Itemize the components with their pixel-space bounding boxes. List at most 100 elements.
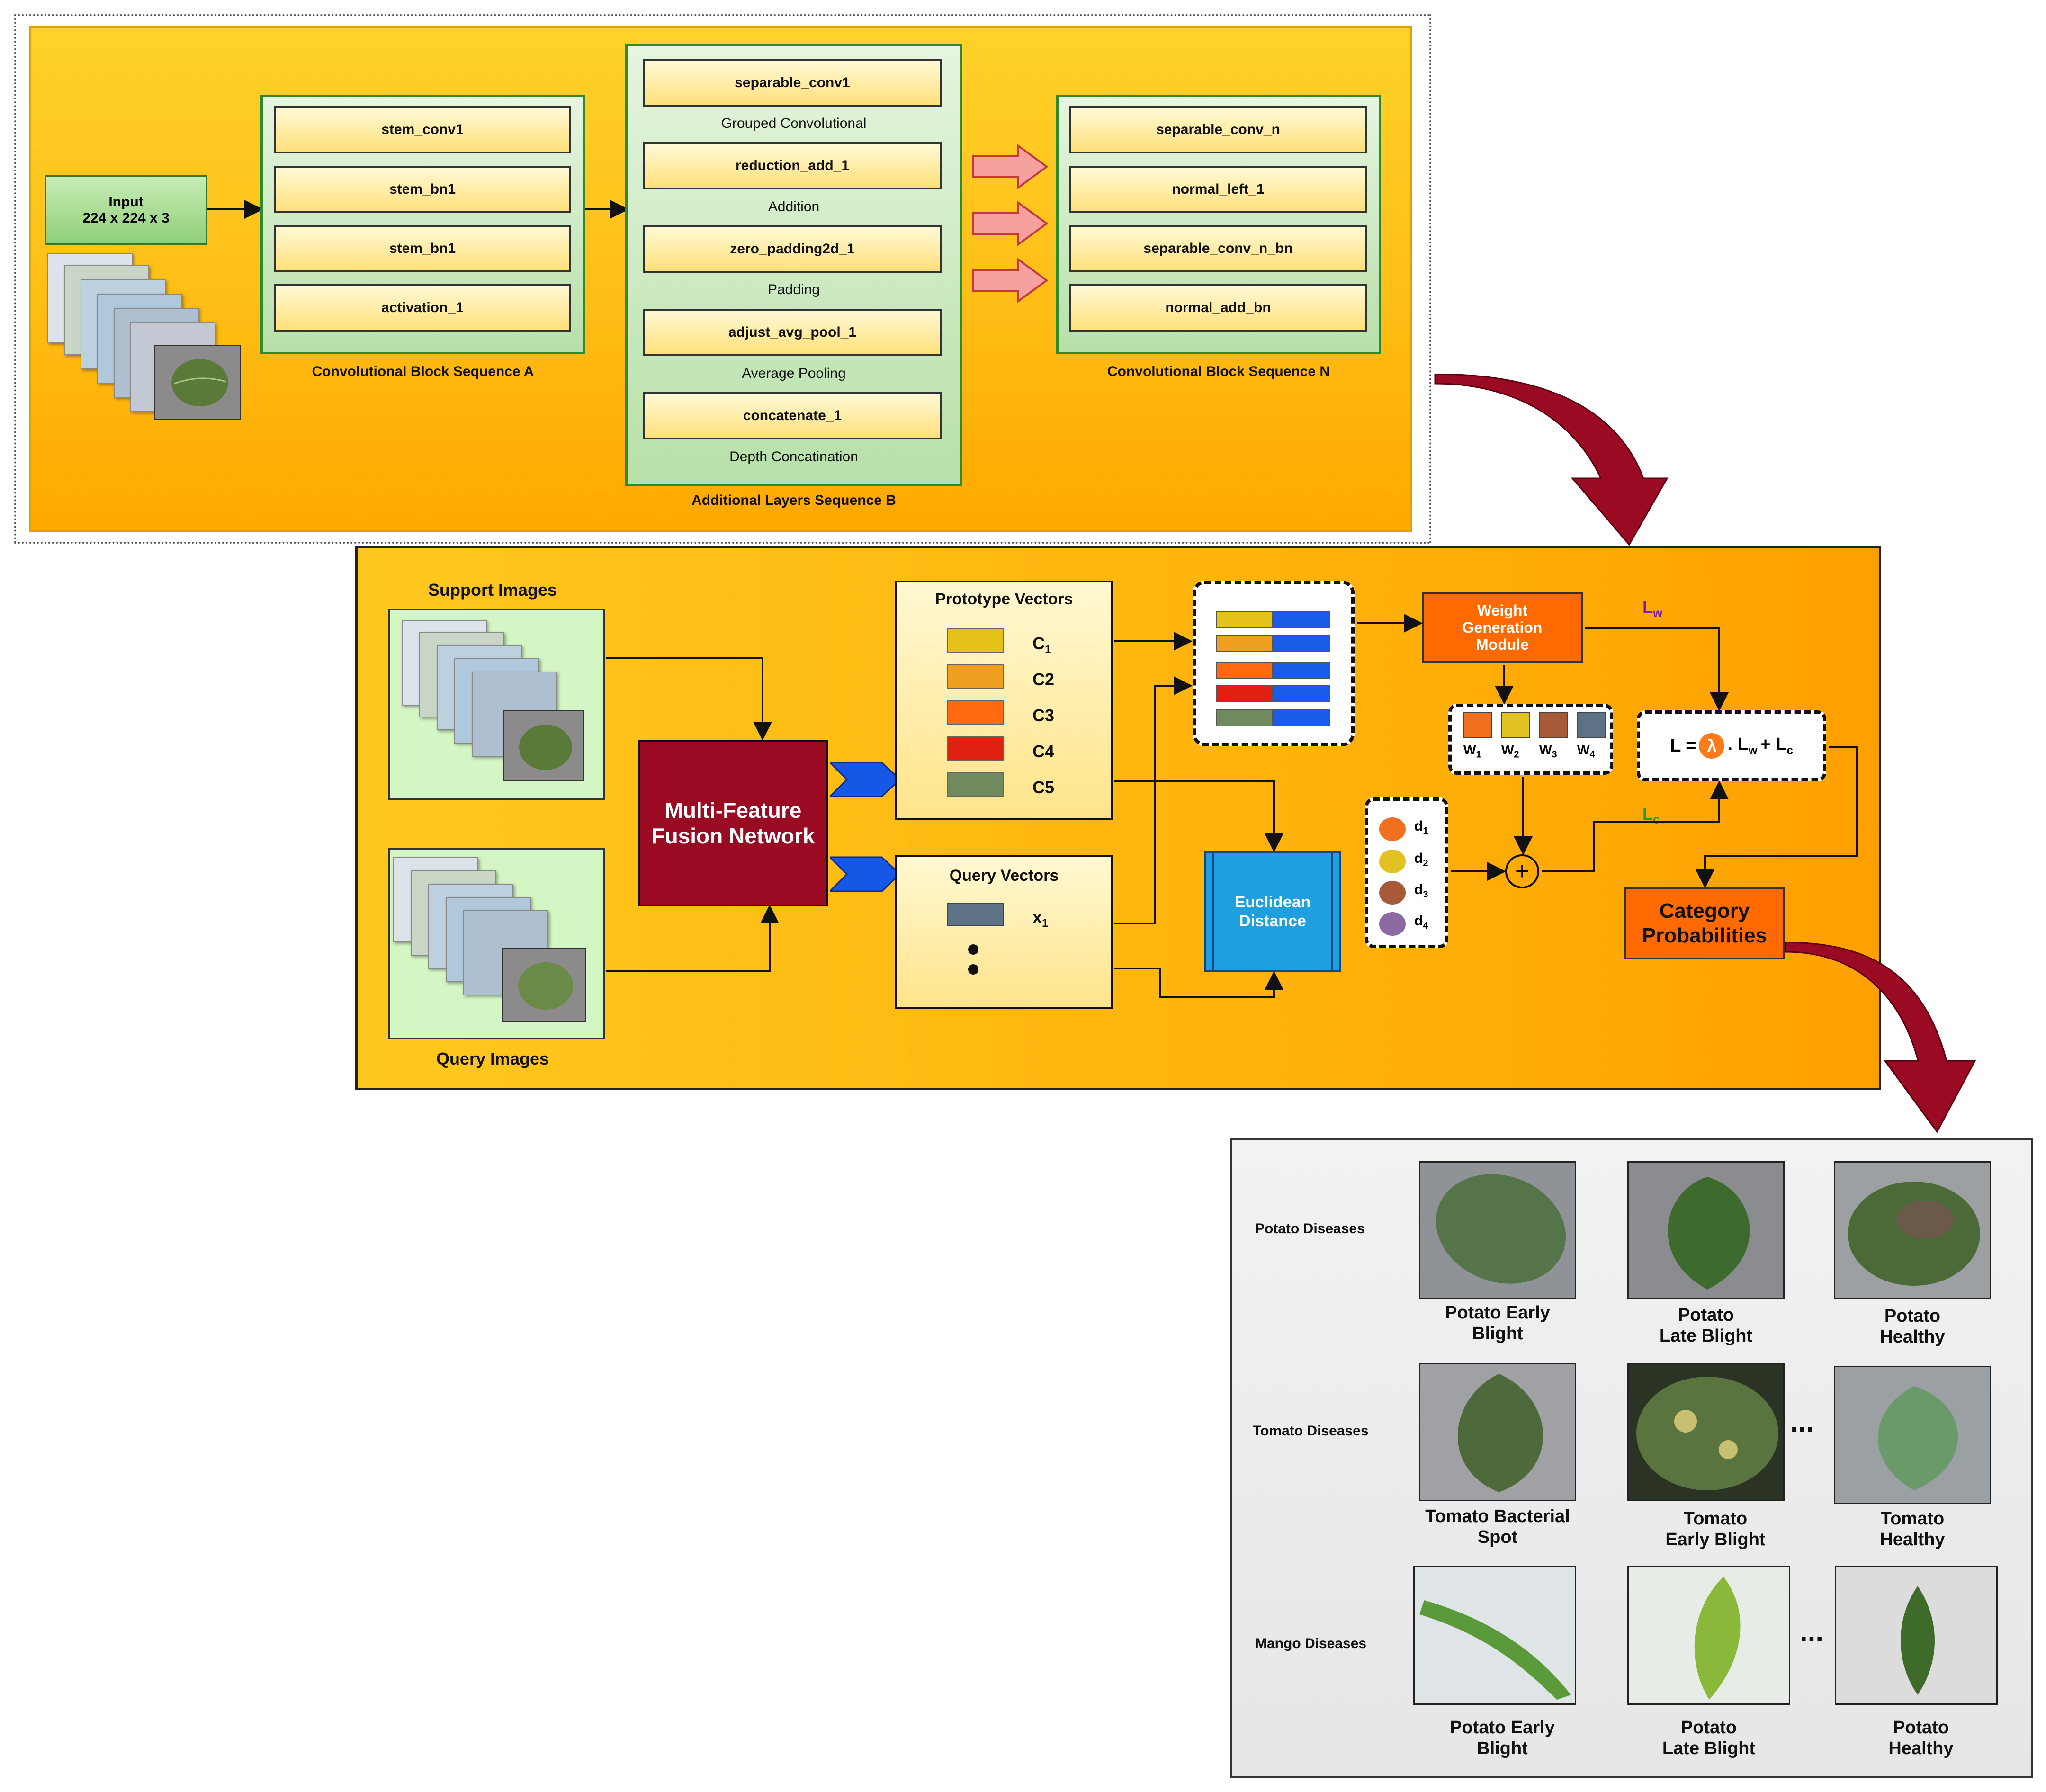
distance-label-d3: d3: [1414, 882, 1428, 900]
layer-normal-add-bn: normal_add_bn: [1069, 284, 1367, 332]
blue-chevrons: [830, 762, 901, 892]
label-text: d: [1414, 913, 1423, 929]
label-line: Potato: [1678, 1305, 1734, 1325]
loss-mid: . Lw: [1727, 735, 1757, 758]
leaf-icon: [1878, 1386, 1958, 1490]
bar-x1: [1273, 709, 1330, 726]
label-text: x: [1032, 907, 1042, 927]
layer-activation-1: activation_1: [274, 284, 571, 332]
label-line: Tomato: [1880, 1509, 1945, 1529]
prototype-swatch-c5: [947, 772, 1004, 797]
label-sub: 1: [1476, 749, 1481, 760]
label-text: d: [1414, 851, 1423, 866]
loss-lhs: L =: [1670, 735, 1696, 756]
layer-separable-conv1: separable_conv1: [643, 59, 942, 107]
proto-to-euclid-line: [1114, 780, 1283, 852]
pink-arrow-icon: [972, 144, 1049, 189]
label-sub: 2: [1423, 858, 1428, 869]
leaf-icon: [1848, 1182, 1980, 1286]
label-text: C: [1032, 634, 1045, 653]
prototype-swatch-c1: [947, 628, 1004, 653]
label-sub: 4: [1423, 921, 1428, 931]
layer-desc: Grouped Convolutional: [721, 116, 867, 131]
lw-label: Lw: [1642, 598, 1662, 620]
distance-label-d1: d1: [1414, 818, 1428, 837]
chevron-right-icon: [830, 762, 901, 797]
label-text: W: [1577, 743, 1590, 757]
label-line: Healthy: [1888, 1738, 1954, 1758]
label-line: Healthy: [1880, 1530, 1945, 1550]
weight-label-w1: W1: [1463, 743, 1481, 761]
input-leaf-image: [154, 345, 241, 420]
prototype-label-c2: C2: [1032, 670, 1055, 689]
layer-adjust-avg-pool-1: adjust_avg_pool_1: [643, 309, 942, 356]
input-title: Input: [108, 194, 144, 210]
label-text: + L: [1760, 734, 1787, 754]
leaf-icon: [1901, 1586, 1935, 1695]
photo-mango-1: [1413, 1566, 1576, 1705]
label-line: Tomato: [1683, 1509, 1748, 1529]
curved-arrow-icon: [1785, 942, 1976, 1133]
bar-x1: [1273, 662, 1330, 679]
label-text: W: [1539, 743, 1552, 757]
layer-desc: Average Pooling: [742, 366, 846, 381]
query-to-mffn-line: [606, 905, 779, 972]
label-line: Blight: [1472, 1324, 1523, 1344]
bar-x1: [1273, 685, 1330, 702]
distance-label-d2: d2: [1414, 851, 1428, 869]
label-sub: 1: [1042, 917, 1049, 930]
bar-c2: [1216, 635, 1273, 652]
query-label-x1: x1: [1032, 907, 1048, 930]
prototype-label-c3: C3: [1032, 706, 1055, 725]
weight-label-w4: W4: [1577, 743, 1595, 761]
layer-stem-bn1: stem_bn1: [274, 166, 571, 213]
label-sub: 1: [1045, 643, 1051, 656]
layer-desc: Addition: [768, 199, 820, 215]
prototype-label-c5: C5: [1032, 778, 1055, 797]
layer-normal-left-1: normal_left_1: [1069, 166, 1367, 213]
sum-icon: +: [1505, 854, 1539, 888]
label-text: L: [1642, 598, 1653, 617]
query-images-label: Query Images: [436, 1049, 549, 1068]
prototype-vectors-title: Prototype Vectors: [935, 590, 1073, 608]
leaf-icon: [519, 725, 572, 770]
distance-dot-d2: [1379, 850, 1406, 873]
layer-desc: Depth Concatination: [729, 449, 858, 465]
feature-extractor-outline: [14, 14, 1431, 544]
label-sub: w: [1748, 744, 1758, 757]
curved-arrow-icon: [1434, 374, 1669, 546]
sum-to-loss-line: [1542, 780, 1729, 872]
loss-plus: + Lc: [1760, 735, 1793, 758]
query-to-weighted-line: [1114, 676, 1193, 924]
label-line: Potato Early: [1445, 1303, 1550, 1323]
few-shot-panel: [355, 546, 1881, 1090]
leaf-icon: [1668, 1177, 1750, 1290]
row-label-mango: Mango Diseases: [1255, 1636, 1367, 1651]
ellipsis-row-tomato: ...: [1790, 1406, 1814, 1438]
pink-arrows: [972, 144, 1049, 303]
input-dims: 224 x 224 x 3: [82, 210, 170, 226]
label-sub: 3: [1552, 749, 1557, 760]
label-line: Potato: [1884, 1306, 1941, 1326]
label-text: W: [1501, 743, 1514, 757]
loss-box: L = λ . Lw + Lc: [1637, 710, 1826, 781]
leaf-icon: [1457, 1374, 1543, 1492]
distance-dot-d1: [1379, 817, 1406, 841]
label-text: W: [1463, 743, 1476, 757]
layer-separable-conv-n: separable_conv_n: [1069, 106, 1367, 153]
label-line: Late Blight: [1659, 1326, 1753, 1346]
weight-swatch-w1: [1463, 712, 1492, 738]
distance-label-d4: d4: [1414, 913, 1428, 932]
label-sub: c: [1786, 744, 1793, 757]
label-text: L: [1642, 804, 1653, 824]
photo-tomato-early-blight: [1627, 1363, 1785, 1501]
leaf-icon: [1436, 1174, 1566, 1284]
